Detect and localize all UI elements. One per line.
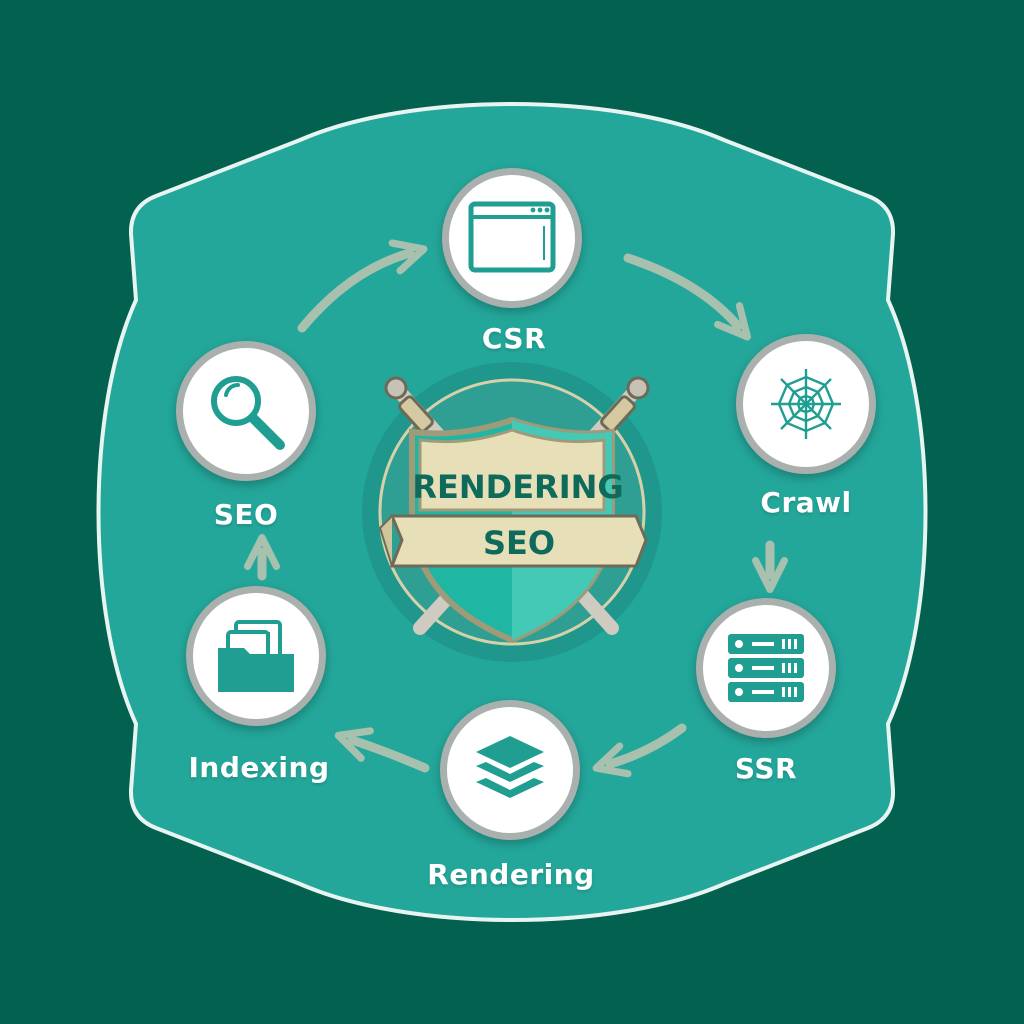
label-seo: SEO — [213, 498, 279, 531]
spider-web-icon — [771, 369, 841, 439]
folder-documents-icon — [218, 620, 294, 692]
arrow-rendering-to-indexing — [334, 727, 430, 773]
node-csr — [442, 168, 582, 308]
node-rendering — [440, 700, 580, 840]
arrow-ssr-to-rendering — [592, 723, 687, 778]
server-rack-icon — [728, 634, 804, 702]
label-csr: CSR — [481, 322, 547, 355]
badge-ribbon — [378, 514, 648, 568]
layers-icon — [476, 736, 544, 798]
label-rendering: Rendering — [427, 858, 595, 891]
label-crawl: Crawl — [760, 486, 852, 519]
label-indexing: Indexing — [188, 751, 330, 784]
label-ssr: SSR — [734, 752, 798, 785]
browser-window-icon — [468, 201, 556, 273]
node-seo — [176, 341, 316, 481]
node-crawl — [736, 334, 876, 474]
arrow-seo-to-csr — [297, 239, 428, 333]
magnifier-icon — [211, 376, 285, 450]
badge-top-text: RENDERING — [412, 468, 623, 506]
badge-ribbon-text: SEO — [483, 524, 555, 562]
node-indexing — [186, 586, 326, 726]
arrow-csr-to-crawl — [623, 253, 752, 341]
node-ssr — [696, 598, 836, 738]
